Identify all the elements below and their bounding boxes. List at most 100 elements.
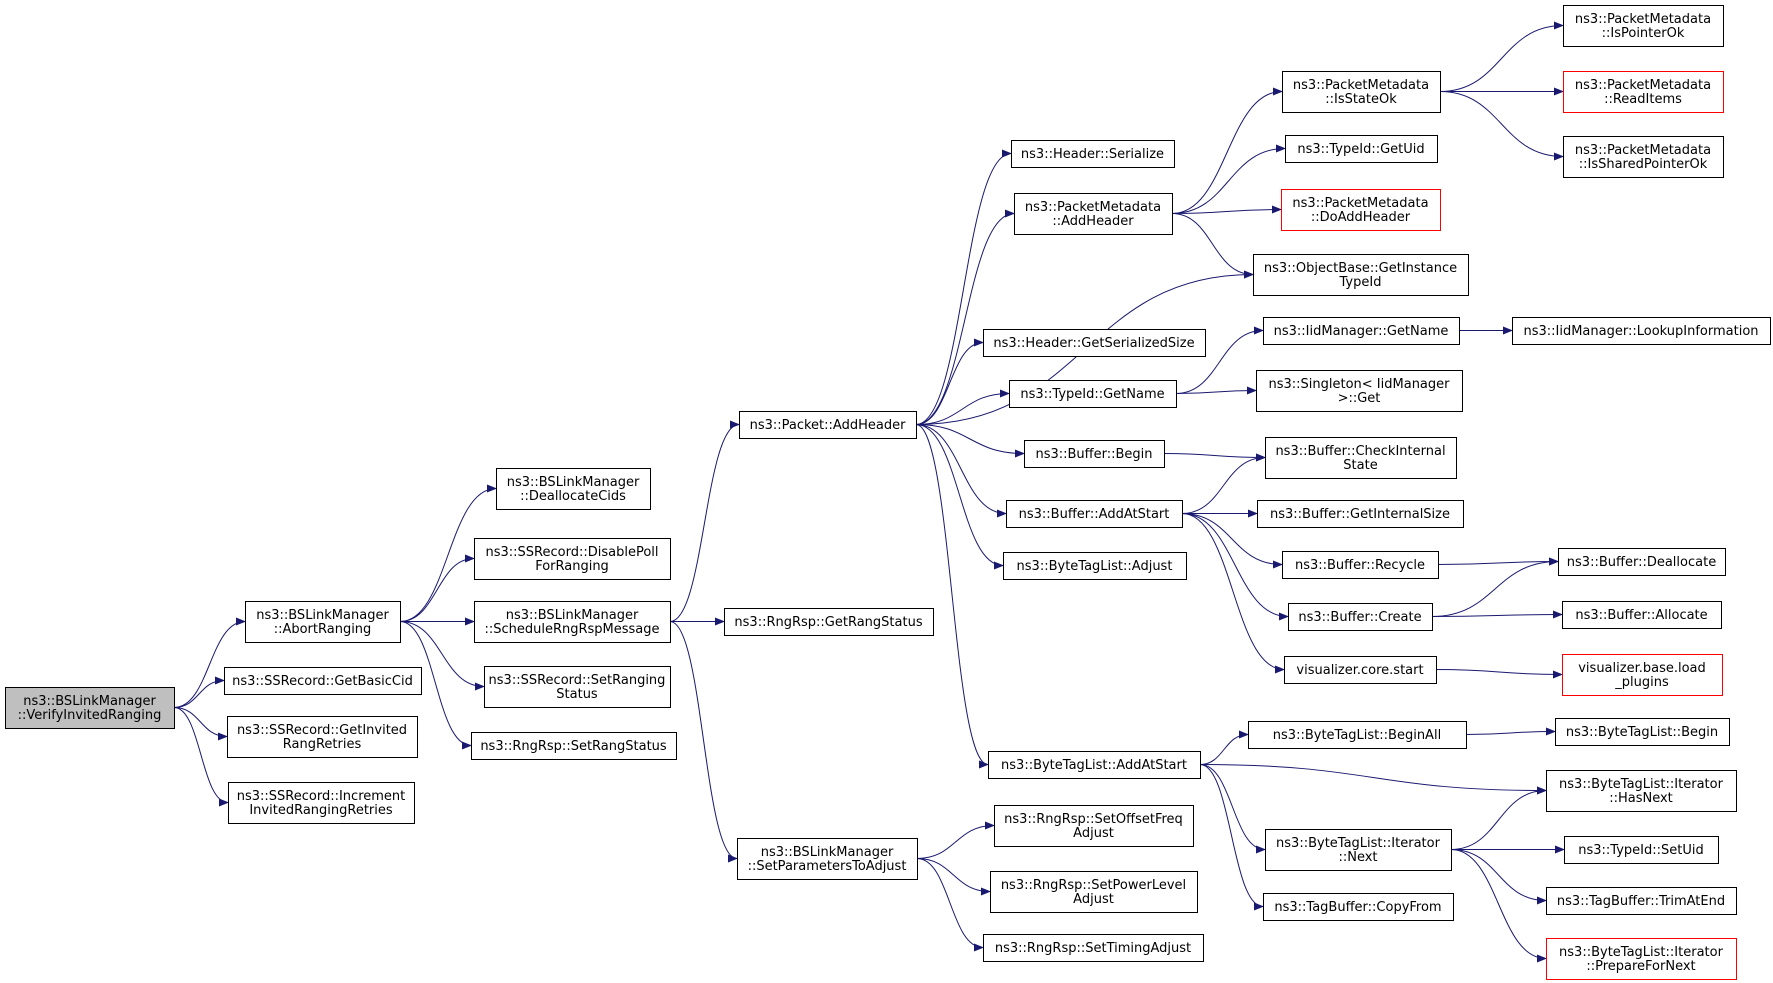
node-typeidgetname[interactable]: ns3::TypeId::GetName: [1009, 380, 1177, 408]
node-label: visualizer.base.load: [1578, 661, 1706, 676]
node-getbasiccid[interactable]: ns3::SSRecord::GetBasicCid: [224, 667, 422, 695]
node-label: ns3::BSLinkManager: [507, 475, 640, 490]
node-typeidgetuid[interactable]: ns3::TypeId::GetUid: [1285, 135, 1438, 163]
node-label: ns3::SSRecord::DisablePoll: [486, 545, 659, 560]
node-getinternalsize[interactable]: ns3::Buffer::GetInternalSize: [1257, 500, 1464, 528]
node-label: ns3::TagBuffer::TrimAtEnd: [1557, 894, 1725, 909]
node-deallocate[interactable]: ns3::Buffer::Deallocate: [1558, 548, 1726, 576]
node-pmaddheader[interactable]: ns3::PacketMetadata::AddHeader: [1014, 193, 1173, 235]
node-box: [1512, 317, 1771, 345]
node-lookupinfo[interactable]: ns3::IidManager::LookupInformation: [1512, 317, 1771, 345]
node-label: ::IsSharedPointerOk: [1579, 157, 1708, 172]
node-trimatend[interactable]: ns3::TagBuffer::TrimAtEnd: [1546, 887, 1737, 915]
node-recycle[interactable]: ns3::Buffer::Recycle: [1282, 551, 1439, 579]
node-box: [1563, 5, 1724, 47]
node-itnext[interactable]: ns3::ByteTagList::Iterator::Next: [1265, 829, 1452, 871]
node-box: [1263, 893, 1454, 921]
node-setparams[interactable]: ns3::BSLinkManager::SetParametersToAdjus…: [737, 838, 918, 880]
node-allocate[interactable]: ns3::Buffer::Allocate: [1562, 601, 1722, 629]
node-bufaddatstart[interactable]: ns3::Buffer::AddAtStart: [1006, 500, 1183, 528]
call-edge-recycle-to-deallocate: [1437, 557, 1559, 566]
node-label: ns3::BSLinkManager: [506, 608, 639, 623]
node-label: ns3::ByteTagList::Iterator: [1559, 945, 1724, 960]
node-copyfrom[interactable]: ns3::TagBuffer::CopyFrom: [1263, 893, 1454, 921]
node-label: ns3::TypeId::SetUid: [1578, 843, 1703, 858]
node-label: ns3::BSLinkManager: [761, 845, 894, 860]
node-iidgetname[interactable]: ns3::IidManager::GetName: [1263, 317, 1460, 345]
node-beginall[interactable]: ns3::ByteTagList::BeginAll: [1248, 721, 1467, 749]
call-edge-isstateok-to-issharedok: [1439, 91, 1564, 161]
node-label: Status: [556, 687, 598, 702]
node-label: ns3::SSRecord::Increment: [237, 789, 406, 804]
call-edge-bufbegin-to-checkinternal: [1163, 453, 1266, 462]
call-edge-addheader-to-btladdatstart: [915, 424, 989, 769]
node-box: [739, 411, 917, 439]
node-settiming[interactable]: ns3::RngRsp::SetTimingAdjust: [983, 934, 1204, 962]
node-label: ns3::Header::GetSerializedSize: [993, 336, 1194, 351]
node-box: [1555, 718, 1730, 746]
node-schedule[interactable]: ns3::BSLinkManager::ScheduleRngRspMessag…: [474, 601, 671, 643]
node-label: ns3::TypeId::GetUid: [1297, 142, 1424, 157]
node-increment[interactable]: ns3::SSRecord::IncrementInvitedRangingRe…: [228, 782, 415, 824]
node-label: ns3::TagBuffer::CopyFrom: [1274, 900, 1441, 915]
node-hdrsersize[interactable]: ns3::Header::GetSerializedSize: [983, 329, 1206, 357]
node-label: ::DoAddHeader: [1311, 210, 1411, 225]
node-issharedok[interactable]: ns3::PacketMetadata::IsSharedPointerOk: [1563, 136, 1724, 178]
node-label: ns3::RngRsp::GetRangStatus: [734, 615, 922, 630]
node-box: [1282, 71, 1441, 113]
node-root[interactable]: ns3::BSLinkManager::VerifyInvitedRanging: [5, 687, 175, 729]
call-edge-vizstart-to-loadplugins: [1435, 669, 1563, 679]
node-box: [471, 732, 677, 760]
node-label: ns3::Buffer::GetInternalSize: [1270, 507, 1450, 522]
node-setrangstatus[interactable]: ns3::RngRsp::SetRangStatus: [471, 732, 677, 760]
node-vizstart[interactable]: visualizer.core.start: [1284, 656, 1437, 684]
node-box: [1546, 770, 1737, 812]
node-btladjust[interactable]: ns3::ByteTagList::Adjust: [1003, 552, 1187, 580]
node-preparefornext[interactable]: ns3::ByteTagList::Iterator::PrepareForNe…: [1546, 938, 1737, 980]
node-label: ::Next: [1338, 850, 1377, 865]
node-bufbegin[interactable]: ns3::Buffer::Begin: [1024, 440, 1165, 468]
call-edge-beginall-to-btlbegin: [1465, 727, 1556, 736]
node-label: ns3::PacketMetadata: [1293, 78, 1429, 93]
node-btlbegin[interactable]: ns3::ByteTagList::Begin: [1555, 718, 1730, 746]
node-label: ns3::PacketMetadata: [1575, 143, 1711, 158]
node-abort[interactable]: ns3::BSLinkManager::AbortRanging: [245, 601, 401, 643]
node-readitems[interactable]: ns3::PacketMetadata::ReadItems: [1563, 71, 1724, 113]
node-label: ::DeallocateCids: [520, 489, 626, 504]
node-create[interactable]: ns3::Buffer::Create: [1288, 603, 1433, 631]
node-box: [1011, 140, 1175, 168]
node-label: ns3::Buffer::AddAtStart: [1019, 507, 1170, 522]
node-hasnext[interactable]: ns3::ByteTagList::Iterator::HasNext: [1546, 770, 1737, 812]
node-hdrserialize[interactable]: ns3::Header::Serialize: [1011, 140, 1175, 168]
node-label: ns3::ByteTagList::Iterator: [1559, 777, 1724, 792]
node-isstateok[interactable]: ns3::PacketMetadata::IsStateOk: [1282, 71, 1441, 113]
node-setuid[interactable]: ns3::TypeId::SetUid: [1564, 836, 1719, 864]
node-btladdatstart[interactable]: ns3::ByteTagList::AddAtStart: [988, 751, 1201, 779]
node-label: ns3::ByteTagList::Iterator: [1276, 836, 1441, 851]
node-box: [1288, 603, 1433, 631]
node-dealloccids[interactable]: ns3::BSLinkManager::DeallocateCids: [496, 468, 651, 510]
node-ispointerok[interactable]: ns3::PacketMetadata::IsPointerOk: [1563, 5, 1724, 47]
node-singleton[interactable]: ns3::Singleton< IidManager>::Get: [1256, 370, 1463, 412]
call-edge-typeidgetname-to-iidgetname: [1175, 326, 1264, 394]
call-edge-btladdatstart-to-hasnext: [1199, 764, 1547, 795]
node-getrangstatus[interactable]: ns3::RngRsp::GetRangStatus: [724, 608, 934, 636]
node-label: ns3::Buffer::Create: [1298, 610, 1421, 625]
node-box: [1257, 500, 1464, 528]
call-edge-btladdatstart-to-copyfrom: [1199, 764, 1264, 911]
node-addheader[interactable]: ns3::Packet::AddHeader: [739, 411, 917, 439]
call-edge-setparams-to-settiming: [916, 858, 984, 952]
node-loadplugins[interactable]: visualizer.base.load_plugins: [1562, 654, 1723, 696]
node-box: [1265, 829, 1452, 871]
node-box: [1562, 601, 1722, 629]
node-box: [1563, 71, 1724, 113]
node-doaddheader[interactable]: ns3::PacketMetadata::DoAddHeader: [1281, 189, 1441, 231]
